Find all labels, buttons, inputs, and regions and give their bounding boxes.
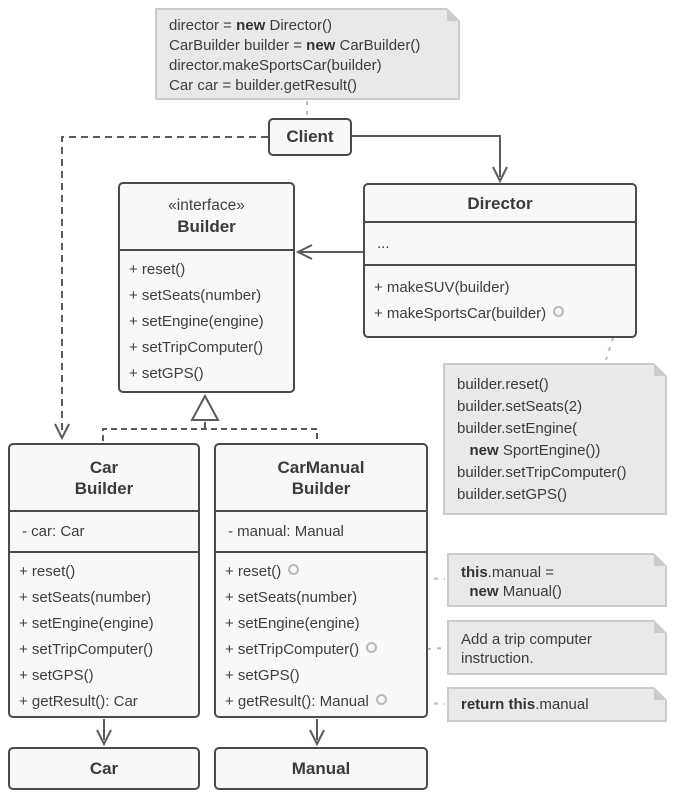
class-car-manual-builder-title: CarManual Builder: [216, 445, 426, 512]
note-text: this.manual = new Manual(): [461, 564, 562, 600]
note-reset-implementation: this.manual = new Manual(): [447, 553, 667, 607]
class-car-builder-title: Car Builder: [10, 445, 198, 512]
class-member: + getResult(): Car: [19, 693, 138, 710]
note-text: director = new Director()CarBuilder buil…: [169, 17, 421, 94]
class-member: + getResult(): Manual: [216, 689, 426, 715]
class-builder-interface: «interface» Builder + reset() + setSeats(…: [118, 182, 295, 393]
class-member: + setSeats(number): [129, 287, 262, 304]
class-builder-name: Builder: [177, 217, 236, 236]
note-text: builder.reset()builder.setSeats(2)builde…: [457, 376, 627, 503]
class-car-manual-builder: CarManual Builder - manual: Manual + res…: [214, 443, 428, 718]
class-builder-methods: + reset() + setSeats(number) + setEngine(e…: [120, 251, 293, 393]
note-text: return this.manual: [461, 696, 589, 713]
note-client-setup-code: director = new Director()CarBuilder buil…: [155, 8, 460, 100]
class-director-name: Director: [467, 193, 533, 213]
association-client-to-director: [352, 135, 501, 177]
arrowhead-down-car: [96, 729, 112, 747]
class-car-manual-builder-fields: - manual: Manual: [216, 512, 426, 553]
class-director-title: Director: [365, 185, 635, 223]
class-manual: Manual: [214, 747, 428, 790]
class-client-name: Client: [286, 127, 334, 146]
note-anchor-circle: [288, 564, 300, 575]
arrowhead-down-carbuilder: [54, 423, 70, 441]
class-car-builder-fields: - car: Car: [10, 512, 198, 553]
class-director-fields: ...: [365, 223, 635, 266]
class-member: + setTripComputer(): [216, 637, 426, 663]
class-car-builder-methods: + reset() + setSeats(number) + setEngine(e…: [10, 553, 198, 721]
note-anchor-circle: [553, 306, 565, 317]
interface-stereotype: «interface»: [168, 197, 245, 214]
realization-triangle: [190, 393, 220, 421]
class-member: + setGPS(): [129, 365, 204, 382]
class-car-manual-builder-name: CarManual Builder: [277, 457, 365, 498]
class-member: + setEngine(engine): [129, 313, 264, 330]
class-member: + setSeats(number): [225, 589, 358, 606]
note-anchor-circle: [366, 642, 378, 653]
class-member: + makeSportsCar(builder): [365, 301, 635, 327]
arrowhead-down-manual: [309, 729, 325, 747]
note-fold-corner-icon: [447, 8, 460, 21]
class-member: - car: Car: [22, 522, 85, 540]
class-member: + reset(): [19, 563, 76, 580]
class-client: Client: [268, 118, 352, 156]
realization-dashed-branch: [102, 428, 318, 441]
note-fold-corner-icon: [654, 553, 667, 566]
class-member: ...: [377, 234, 390, 252]
class-member: + setEngine(engine): [19, 615, 154, 632]
note-get-result-implementation: return this.manual: [447, 687, 667, 722]
class-director-methods: + makeSUV(builder) + makeSportsCar(builde…: [365, 266, 635, 333]
class-car-builder: Car Builder - car: Car + reset() + setSea…: [8, 443, 200, 718]
class-car-builder-name: Car Builder: [74, 457, 134, 498]
class-member: + setEngine(engine): [225, 615, 360, 632]
class-builder-title: «interface» Builder: [120, 184, 293, 251]
class-member: + setGPS(): [19, 667, 94, 684]
note-fold-corner-icon: [654, 687, 667, 700]
class-member: + reset(): [216, 559, 426, 585]
note-make-sports-car-impl: builder.reset()builder.setSeats(2)builde…: [443, 363, 667, 515]
class-member: + setGPS(): [225, 667, 300, 684]
arrowhead-down-director: [492, 166, 508, 184]
note-fold-corner-icon: [654, 363, 667, 376]
note-fold-corner-icon: [654, 620, 667, 633]
class-director: Director ... + makeSUV(builder) + makeSpo…: [363, 183, 637, 338]
class-member: + setTripComputer(): [129, 339, 264, 356]
class-member: + reset(): [129, 261, 186, 278]
class-member: + setTripComputer(): [19, 641, 154, 658]
class-member: - manual: Manual: [228, 522, 344, 540]
note-anchor-circle: [375, 694, 387, 705]
class-member: + setSeats(number): [19, 589, 152, 606]
class-member: + makeSUV(builder): [374, 279, 510, 296]
class-car: Car: [8, 747, 200, 790]
arrowhead-left-builder: [295, 244, 313, 260]
class-car-name: Car: [89, 758, 119, 778]
class-car-manual-builder-methods: + reset() + setSeats(number) + setEngine(e…: [216, 553, 426, 721]
class-manual-name: Manual: [291, 758, 351, 778]
